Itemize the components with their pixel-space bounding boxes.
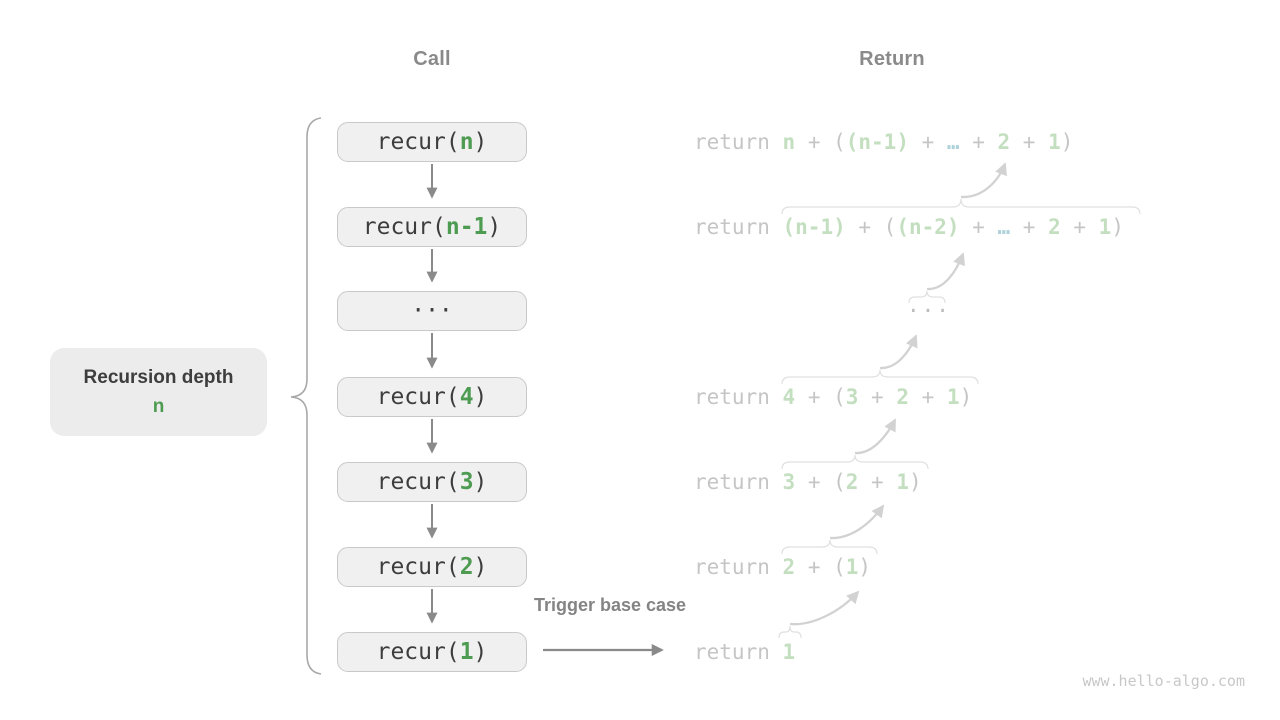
return-line-2: return 2 + (1) — [694, 552, 871, 582]
curved-up-arrow-icon — [960, 162, 1007, 199]
text-segment: + — [959, 130, 998, 154]
text-segment: recur( — [376, 384, 460, 410]
text-segment: ) — [487, 214, 502, 240]
text-segment: ) — [473, 469, 488, 495]
text-segment: n — [782, 130, 796, 154]
text-segment: ··· — [411, 298, 453, 324]
call-box-recur-n: recur(n) — [337, 122, 527, 162]
text-segment: 2 — [1048, 215, 1061, 239]
call-column-header: Call — [413, 48, 451, 70]
call-box-recur-1: recur(1) — [337, 632, 527, 672]
text-segment: 1 — [1048, 130, 1061, 154]
watermark: www.hello-algo.com — [1082, 672, 1245, 690]
text-segment: + ( — [845, 215, 897, 239]
text-segment: ) — [858, 555, 872, 579]
text-segment: … — [997, 215, 1011, 239]
text-segment: 1 — [459, 639, 474, 665]
curved-up-arrow-icon — [926, 252, 965, 291]
text-segment: recur( — [376, 469, 460, 495]
trigger-base-case-label: Trigger base case — [533, 595, 687, 615]
text-segment: ) — [909, 470, 922, 494]
text-segment: 4 — [459, 384, 474, 410]
text-segment: return — [694, 640, 783, 664]
curved-up-arrow-icon — [829, 504, 885, 540]
return-line-3: return 3 + (2 + 1) — [694, 467, 922, 497]
text-segment: 2 — [845, 470, 859, 494]
text-segment: + — [909, 385, 947, 409]
text-segment: 3 — [845, 385, 859, 409]
text-segment: (n-2) — [896, 215, 960, 239]
return-line-4: return 4 + (3 + 2 + 1) — [694, 382, 972, 412]
recursion-depth-title: Recursion depth — [83, 366, 234, 388]
text-segment: + — [959, 215, 998, 239]
text-segment: + — [1010, 130, 1049, 154]
text-segment: ) — [1060, 130, 1074, 154]
text-segment: ) — [1111, 215, 1124, 239]
return-line-n-1: return (n-1) + ((n-2) + … + 2 + 1) — [694, 212, 1124, 242]
call-box-ellipsis: ··· — [337, 291, 527, 331]
left-curly-brace-icon — [290, 117, 322, 675]
text-segment: + ( — [795, 385, 846, 409]
text-segment: ) — [959, 385, 973, 409]
text-segment: recur( — [362, 214, 446, 240]
text-segment: + ( — [795, 470, 846, 494]
text-segment: return — [694, 215, 783, 239]
text-segment: n-1 — [445, 214, 488, 240]
return-line-n: return n + ((n-1) + … + 2 + 1) — [694, 127, 1073, 157]
text-segment: + — [1060, 215, 1099, 239]
text-segment: 3 — [782, 470, 796, 494]
text-segment: ) — [473, 554, 488, 580]
curved-up-arrow-icon — [879, 334, 918, 370]
text-segment: return — [694, 385, 783, 409]
curved-up-arrow-icon — [789, 590, 860, 626]
text-segment: return — [694, 555, 783, 579]
text-segment: + — [858, 470, 897, 494]
text-segment: 4 — [782, 385, 796, 409]
recursion-depth-label: Recursion depth n — [50, 348, 267, 436]
text-segment: recur( — [376, 554, 460, 580]
text-segment: 2 — [896, 385, 909, 409]
call-box-recur-4: recur(4) — [337, 377, 527, 417]
text-segment: … — [946, 130, 960, 154]
text-segment: ) — [473, 639, 488, 665]
text-segment: 3 — [459, 469, 474, 495]
text-segment: 1 — [896, 470, 909, 494]
return-column-header: Return — [859, 48, 925, 70]
text-segment: 1 — [782, 640, 796, 664]
call-box-recur-n-1: recur(n-1) — [337, 207, 527, 247]
call-box-recur-3: recur(3) — [337, 462, 527, 502]
text-segment: recur( — [376, 129, 460, 155]
text-segment: return — [694, 470, 783, 494]
return-line-ellipsis: ··· — [907, 296, 951, 326]
text-segment: recur( — [376, 639, 460, 665]
text-segment: 1 — [946, 385, 960, 409]
curved-up-arrow-icon — [854, 418, 897, 455]
text-segment: ) — [473, 129, 488, 155]
text-segment: + — [1010, 215, 1049, 239]
recursion-depth-value: n — [152, 395, 165, 417]
return-line-1: return 1 — [694, 637, 795, 667]
text-segment: (n-1) — [845, 130, 909, 154]
text-segment: 2 — [459, 554, 474, 580]
text-segment: + ( — [795, 555, 846, 579]
text-segment: + — [908, 130, 947, 154]
text-segment: 1 — [1098, 215, 1112, 239]
text-segment: + ( — [795, 130, 846, 154]
text-segment: 2 — [782, 555, 796, 579]
text-segment: 2 — [997, 130, 1011, 154]
call-box-recur-2: recur(2) — [337, 547, 527, 587]
text-segment: 1 — [845, 555, 859, 579]
text-segment: n — [459, 129, 474, 155]
text-segment: + — [858, 385, 897, 409]
text-segment: return — [694, 130, 783, 154]
text-segment: ··· — [907, 299, 951, 323]
text-segment: (n-1) — [782, 215, 846, 239]
text-segment: ) — [473, 384, 488, 410]
